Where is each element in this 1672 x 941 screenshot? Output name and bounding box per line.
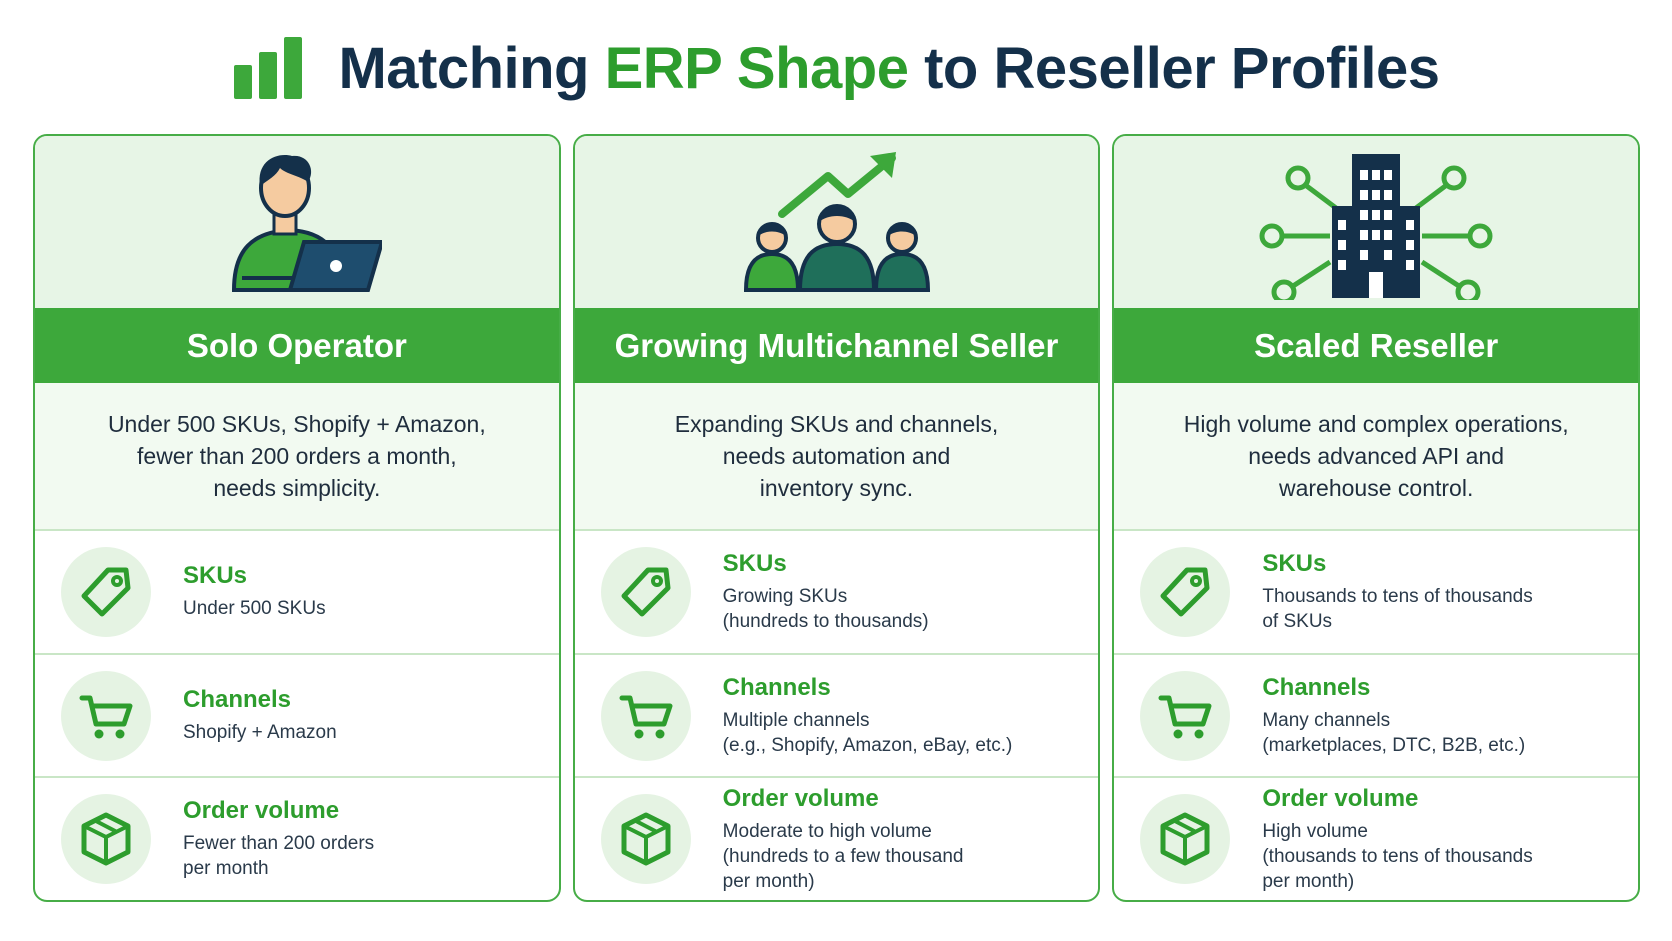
attribute-row-order-volume: Order volume High volume(thousands to te… xyxy=(1114,778,1638,900)
shopping-cart-icon xyxy=(79,695,133,738)
attribute-value: Moderate to high volume(hundreds to a fe… xyxy=(722,820,964,892)
profile-card-scaled-reseller: Scaled Reseller High volume and complex … xyxy=(1112,134,1641,902)
attribute-label: SKUs xyxy=(183,562,248,590)
attribute-row-skus: SKUs Growing SKUs(hundreds to thousands) xyxy=(574,531,1099,655)
attribute-row-channels: Channels Multiple channels(e.g., Shopify… xyxy=(574,655,1099,779)
card-description: High volume and complex operations, need… xyxy=(1114,383,1639,531)
attribute-value: Under 500 SKUs xyxy=(183,598,326,620)
card-heading: Scaled Reseller xyxy=(1114,308,1639,383)
person-with-laptop-icon xyxy=(231,155,382,292)
profile-card-growing-multichannel-seller: Growing Multichannel Seller Expanding SK… xyxy=(572,134,1101,902)
page-title: Matching ERP Shape to Reseller Profiles xyxy=(338,35,1440,101)
shopping-cart-icon xyxy=(1158,695,1212,738)
card-heading: Growing Multichannel Seller xyxy=(574,308,1099,383)
package-box-icon xyxy=(1160,812,1210,866)
attribute-label: Order volume xyxy=(1262,784,1419,812)
attribute-label: SKUs xyxy=(1262,549,1327,577)
attribute-value: High volume(thousands to tens of thousan… xyxy=(1262,820,1533,892)
connected-building-icon xyxy=(1259,154,1493,300)
attribute-label: Order volume xyxy=(722,784,879,812)
card-heading: Solo Operator xyxy=(35,308,559,383)
shopping-cart-icon xyxy=(619,695,673,738)
bar-chart-icon xyxy=(234,37,303,99)
attribute-label: SKUs xyxy=(722,549,787,577)
package-box-icon xyxy=(621,812,671,866)
attribute-row-channels: Channels Many channels(marketplaces, DTC… xyxy=(1114,655,1639,779)
attribute-value: Growing SKUs(hundreds to thousands) xyxy=(722,585,929,632)
card-illustration xyxy=(35,136,559,308)
attribute-value: Shopify + Amazon xyxy=(183,722,337,743)
card-illustration xyxy=(574,136,1099,308)
attribute-label: Channels xyxy=(183,686,292,713)
card-description: Expanding SKUs and channels, needs autom… xyxy=(574,383,1099,531)
attribute-label: Order volume xyxy=(183,797,340,825)
profile-card-solo-operator: Solo Operator Under 500 SKUs, Shopify + … xyxy=(33,134,561,902)
package-box-icon xyxy=(81,812,131,866)
attribute-label: Channels xyxy=(722,673,831,701)
attribute-row-skus: SKUs Under 500 SKUs xyxy=(35,531,559,655)
price-tag-icon xyxy=(621,567,671,617)
card-description: Under 500 SKUs, Shopify + Amazon, fewer … xyxy=(35,383,559,531)
attribute-row-order-volume: Order volume Moderate to high volume(hun… xyxy=(575,778,1099,900)
profile-cards: Solo Operator Under 500 SKUs, Shopify + … xyxy=(33,134,1641,902)
attribute-value: Many channels(marketplaces, DTC, B2B, et… xyxy=(1262,709,1526,756)
price-tag-icon xyxy=(81,567,131,617)
card-illustration xyxy=(1114,136,1639,308)
title-accent: ERP Shape xyxy=(604,35,909,101)
attribute-value: Multiple channels(e.g., Shopify, Amazon,… xyxy=(722,709,1013,756)
attribute-row-channels: Channels Shopify + Amazon xyxy=(35,655,559,779)
page-header: Matching ERP Shape to Reseller Profiles xyxy=(0,28,1672,108)
attribute-label: Channels xyxy=(1262,673,1371,701)
team-growth-arrow-icon xyxy=(743,152,930,292)
price-tag-icon xyxy=(1160,567,1210,617)
